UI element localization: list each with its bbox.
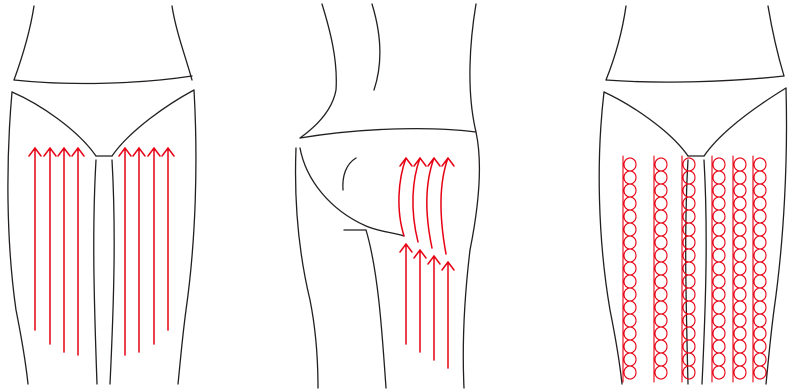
side-lower-arrow <box>442 262 454 368</box>
kneading-coil-column <box>624 158 636 379</box>
torso-right-outline <box>172 6 192 80</box>
back-right-leg-outer <box>766 88 787 384</box>
underwear-right-edge <box>112 90 194 156</box>
figure-back-legs <box>599 6 786 384</box>
spine-line <box>372 4 380 90</box>
inner-thigh-line <box>366 230 386 388</box>
side-upper-arrow <box>427 158 440 248</box>
left-leg-inner <box>94 160 97 384</box>
side-lower-arrow <box>428 256 440 360</box>
kneading-coil-column <box>754 158 766 379</box>
kneading-coil-column <box>683 158 695 379</box>
figure-side-buttock <box>296 4 480 388</box>
right-leg-outer <box>178 90 196 384</box>
dimple-curve <box>343 158 356 190</box>
kneading-coil-column <box>655 158 667 379</box>
back-torso-right <box>768 6 784 76</box>
front-arrow-group <box>29 148 174 355</box>
side-upper-arrow <box>441 158 454 254</box>
kneading-coil-column <box>734 158 746 379</box>
back-right-leg-inner <box>702 160 706 384</box>
side-lower-arrow <box>400 244 412 344</box>
front-arrow <box>58 148 70 352</box>
underwear-left-edge <box>12 92 96 156</box>
side-leg-front <box>463 250 470 388</box>
kneading-coil-column <box>713 158 725 379</box>
front-arrow <box>162 148 174 330</box>
torso-left-outline <box>14 6 34 80</box>
back-left-leg-inner <box>686 160 688 384</box>
front-arrow <box>44 148 56 344</box>
side-upper-arrow <box>399 158 412 236</box>
front-body-outline <box>470 4 479 250</box>
back-underwear-left <box>604 92 688 156</box>
side-lower-arrow <box>414 250 426 352</box>
kneading-coil-group <box>623 156 766 382</box>
front-arrow <box>148 148 160 344</box>
right-leg-inner <box>110 160 114 384</box>
side-waistband <box>300 129 476 138</box>
back-waistband <box>606 76 784 82</box>
figure-front-legs <box>8 6 196 384</box>
back-underwear-right <box>704 88 786 156</box>
left-leg-outer <box>8 92 28 384</box>
waistband <box>14 76 192 83</box>
front-arrow <box>133 148 145 352</box>
side-arrow-group <box>399 158 454 368</box>
back-left-leg-outer <box>599 92 622 384</box>
front-arrow <box>72 148 84 355</box>
front-arrow <box>29 148 41 330</box>
back-outline <box>300 4 336 138</box>
side-upper-arrow <box>413 158 426 242</box>
front-arrow <box>119 148 131 355</box>
back-torso-left <box>606 6 626 80</box>
